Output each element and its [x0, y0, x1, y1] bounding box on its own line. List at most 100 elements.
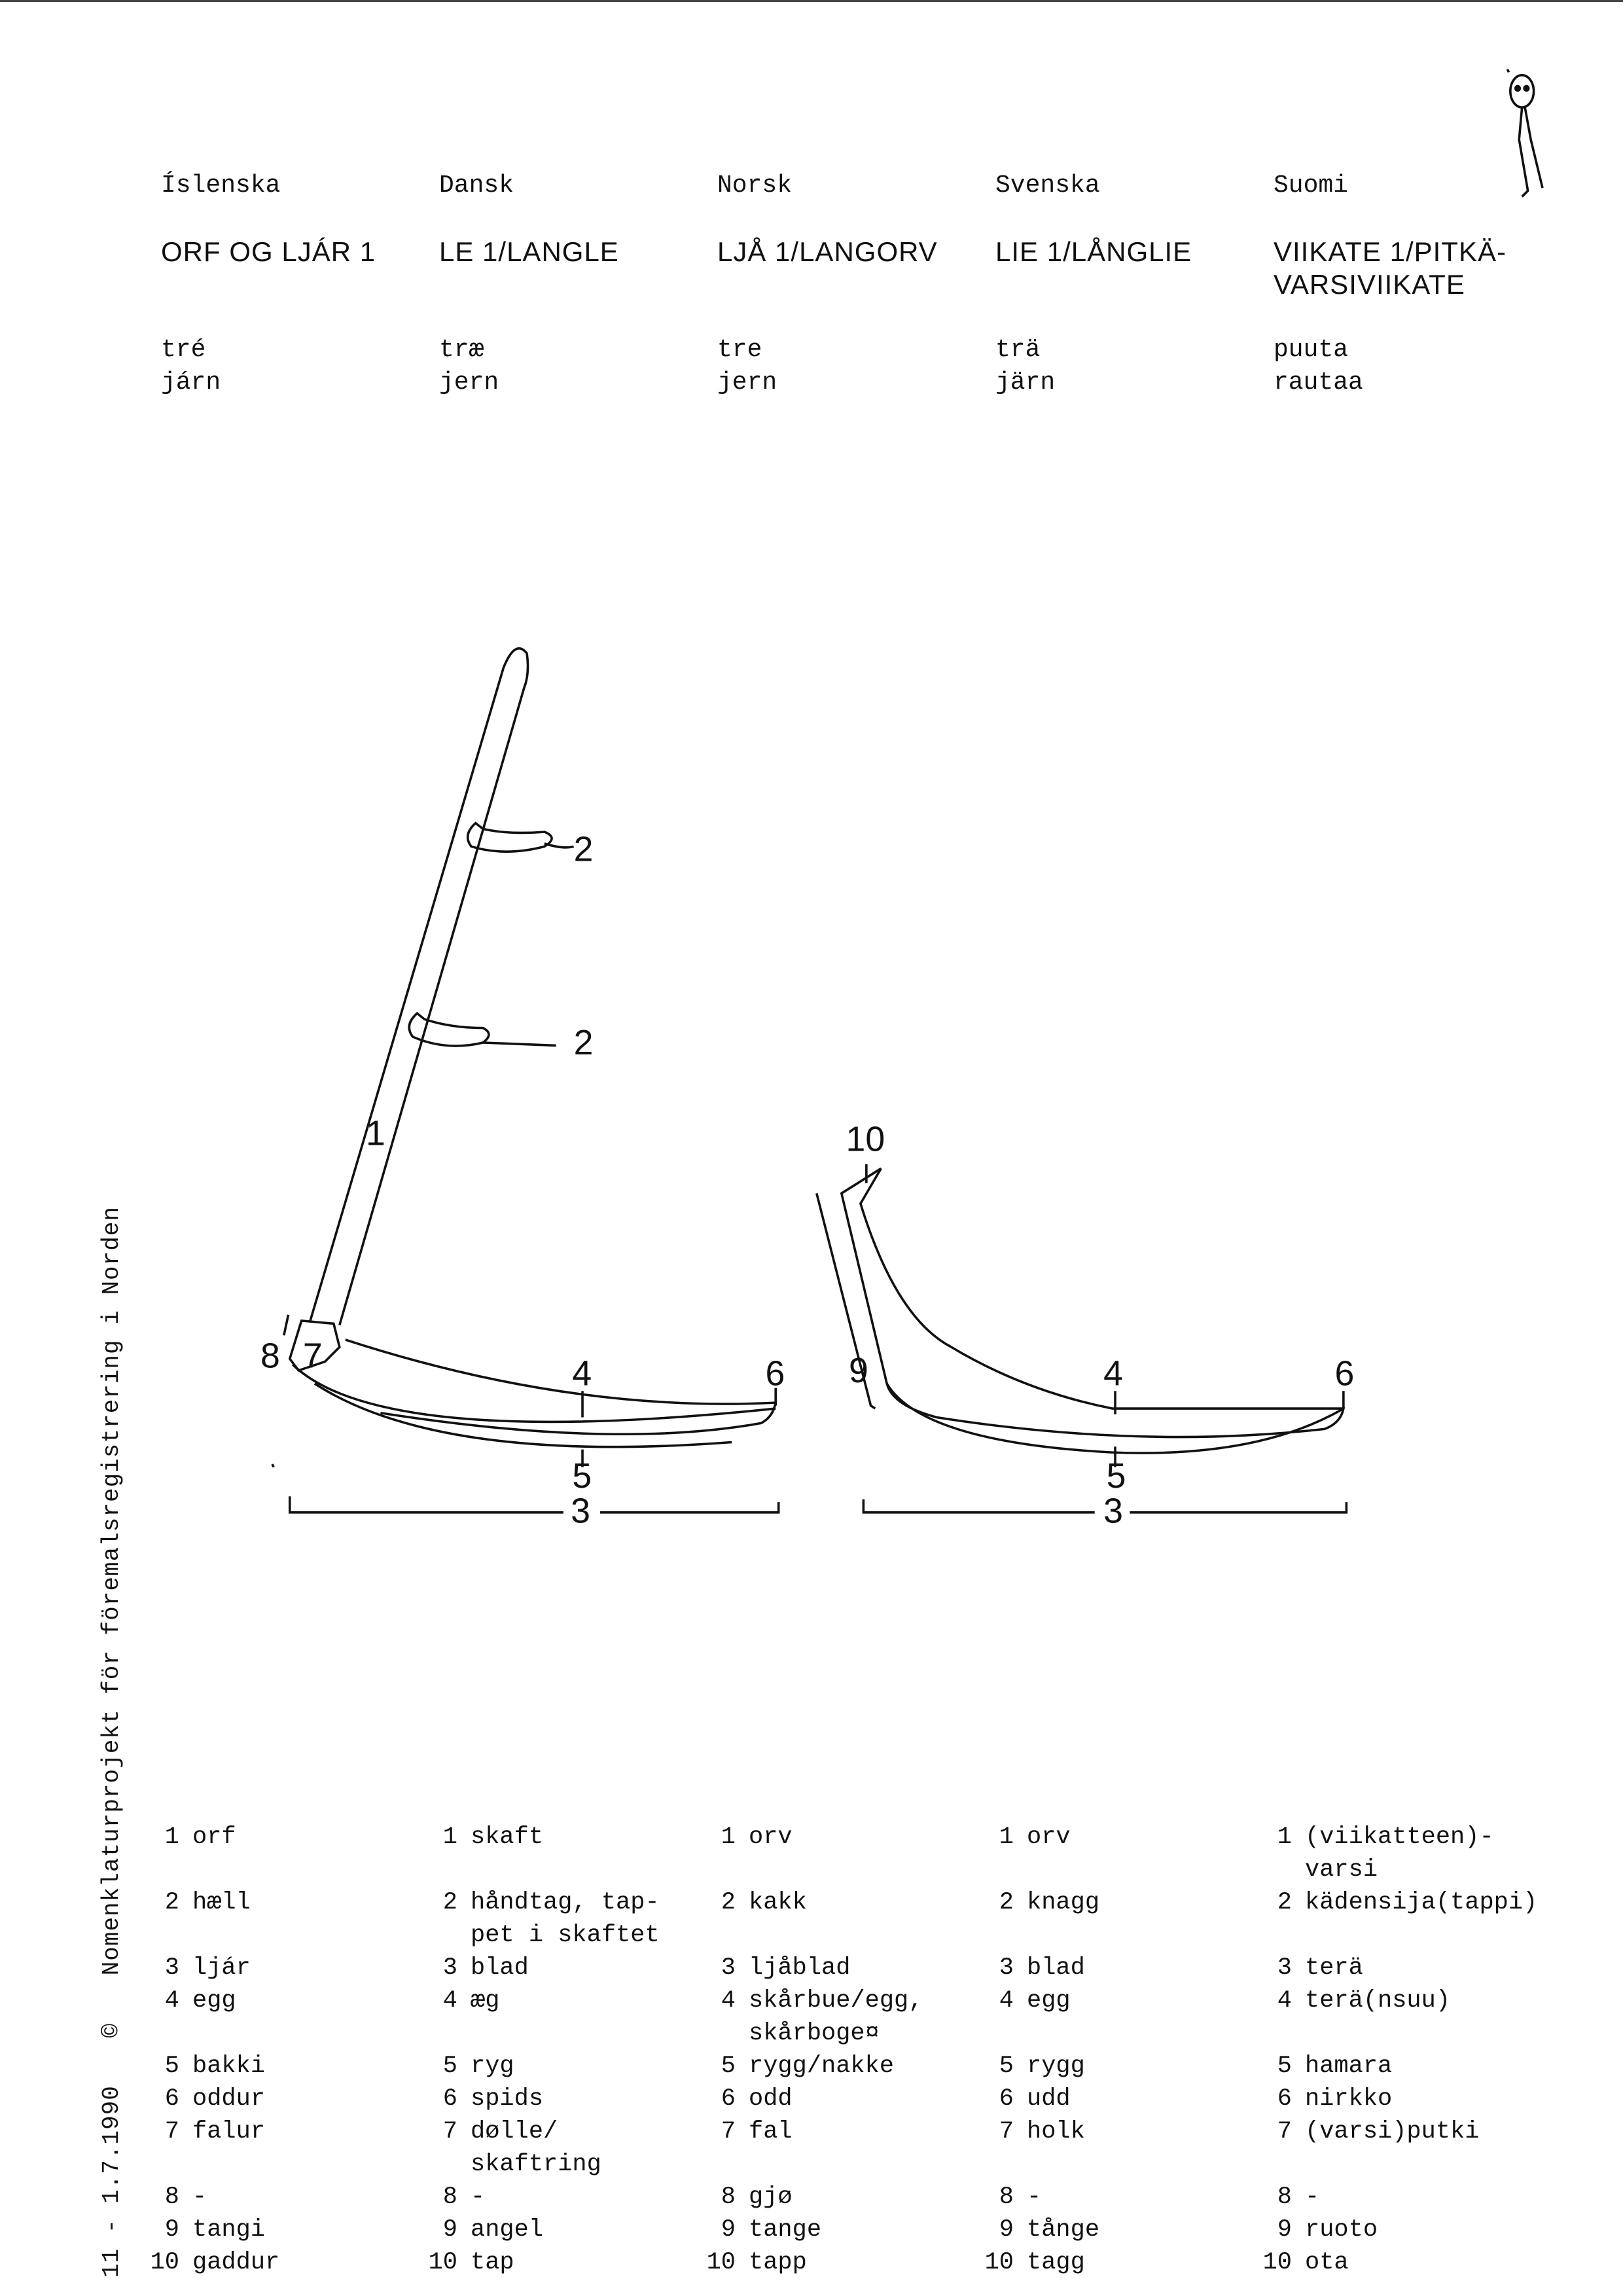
- label-blade: 3: [571, 1491, 590, 1530]
- part-number: 9: [721, 2216, 736, 2244]
- part-name-line: oddur: [192, 2085, 266, 2113]
- part-number: 1: [721, 1823, 736, 1851]
- object-title: ORF OG LJÁR 1: [161, 236, 436, 268]
- part-name-line: ryg: [471, 2053, 514, 2080]
- part-number: 3: [164, 1954, 179, 1982]
- label-shaft: 1: [366, 1114, 385, 1153]
- part-number: 3: [1277, 1954, 1292, 1982]
- part-number: 2: [999, 1889, 1014, 1916]
- part-number: 10: [984, 2249, 1014, 2276]
- part-number: 1: [164, 1823, 179, 1851]
- part-row: 5 bakki: [147, 2050, 279, 2083]
- part-number: 8: [999, 2183, 1014, 2211]
- part-name: rygg: [1027, 2050, 1085, 2083]
- part-name-line: egg: [192, 1987, 236, 2015]
- part-number: 3: [442, 1954, 457, 1982]
- part-number: 8: [442, 2183, 457, 2211]
- part-name-line: skårboge¤: [749, 2020, 880, 2047]
- shaft: [309, 647, 529, 1326]
- part-name: gaddur: [192, 2246, 279, 2279]
- part-number: 4: [442, 1987, 457, 2015]
- part-row: 8-: [1259, 2181, 1537, 2214]
- part-name-line: varsi: [1305, 1856, 1378, 1884]
- part-number: 6: [721, 2085, 736, 2113]
- materials-list: træ jern: [439, 334, 714, 399]
- part-name-line: hamara: [1305, 2053, 1393, 2080]
- part-number: 6: [1277, 2085, 1292, 2113]
- object-title: LIE 1/LÅNGLIE: [995, 236, 1270, 268]
- part-name: falur: [192, 2115, 265, 2181]
- page-date: 11 - 1.7.1990: [98, 2085, 125, 2278]
- part-number: 5: [164, 2053, 179, 2080]
- part-number: 2: [164, 1889, 179, 1916]
- part-name: ota: [1305, 2246, 1349, 2279]
- part-name: skaft: [471, 1821, 543, 1886]
- part-number: 8: [1277, 2183, 1292, 2211]
- part-name: tapp: [749, 2246, 807, 2279]
- label-back-right: 5: [1107, 1456, 1126, 1496]
- object-title: LJÅ 1/LANGORV: [717, 236, 992, 268]
- part-name-line: gaddur: [192, 2249, 280, 2276]
- part-number: 9: [999, 2216, 1014, 2244]
- part-number: 7: [721, 2118, 736, 2145]
- label-grip-low: 2: [574, 1023, 594, 1062]
- part-number: 8: [721, 2183, 736, 2211]
- part-number: 3: [721, 1954, 736, 1982]
- part-name-line: dølle/: [471, 2118, 558, 2145]
- part-number: 7: [1277, 2118, 1292, 2145]
- part-name: -: [1027, 2181, 1041, 2214]
- part-name: tap: [471, 2246, 514, 2279]
- label-edge-right: 4: [1103, 1354, 1123, 1393]
- ferrule: [288, 1319, 341, 1372]
- material: tré: [161, 336, 206, 364]
- part-name: hamara: [1305, 2050, 1392, 2083]
- part-name: bakki: [192, 2050, 265, 2083]
- part-name: oddur: [192, 2083, 265, 2115]
- part-name-line: tånge: [1027, 2216, 1100, 2244]
- part-name-line: tapp: [749, 2249, 807, 2276]
- part-number: 6: [442, 2085, 457, 2113]
- part-name-line: bakki: [192, 2053, 266, 2080]
- part-name-line: skårbue/egg,: [749, 1987, 923, 2015]
- part-name-line: terä(nsuu): [1305, 1987, 1451, 2015]
- part-number: 2: [442, 1889, 457, 1916]
- part-name-line: egg: [1027, 1987, 1071, 2015]
- part-name: ryg: [471, 2050, 514, 2083]
- part-name-line: skaft: [471, 1823, 544, 1851]
- part-name: blad: [1027, 1952, 1085, 1984]
- blade-back: [292, 1363, 776, 1424]
- part-name: spids: [471, 2083, 543, 2115]
- part-name-line: -: [1305, 2183, 1320, 2211]
- label-ferrule: 7: [303, 1336, 323, 1375]
- part-number: 5: [721, 2053, 736, 2080]
- part-number: 10: [706, 2249, 736, 2276]
- part-name: ruoto: [1305, 2214, 1378, 2246]
- part-name-line: ota: [1305, 2249, 1349, 2276]
- part-name-line: holk: [1027, 2118, 1085, 2145]
- material: tre: [717, 336, 762, 364]
- material: træ: [439, 336, 484, 364]
- logo-figure-icon: [1506, 69, 1544, 198]
- material: jern: [439, 368, 499, 397]
- part-number: 8: [164, 2183, 179, 2211]
- label-tang-mark: 8: [260, 1336, 280, 1375]
- part-name: egg: [192, 1984, 236, 2050]
- part-name-line: tagg: [1027, 2249, 1085, 2276]
